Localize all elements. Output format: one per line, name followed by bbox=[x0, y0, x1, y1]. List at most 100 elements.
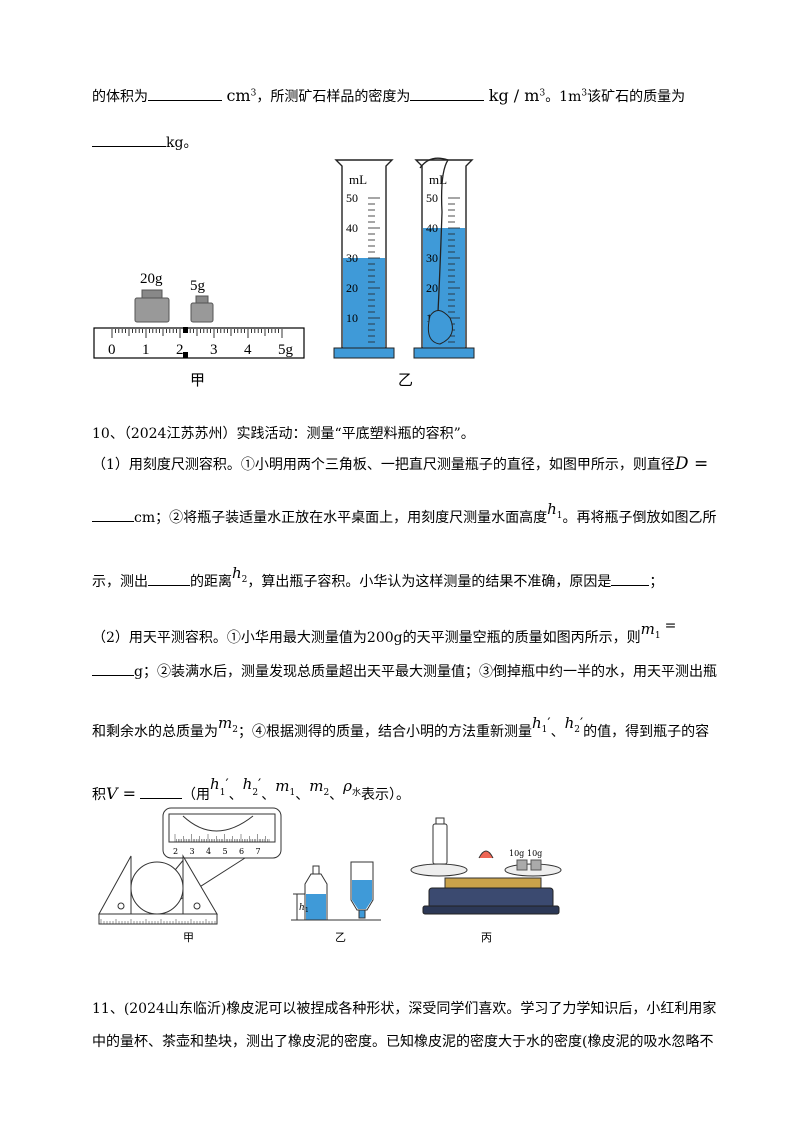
var-m2: m bbox=[309, 777, 324, 795]
subscript: 1 bbox=[541, 725, 548, 735]
ore-sample bbox=[427, 310, 453, 345]
var-m1: m bbox=[275, 777, 290, 795]
pointer-dial bbox=[478, 850, 494, 859]
subscript: 1 bbox=[556, 511, 563, 521]
unit-kgm3: kg / m bbox=[488, 86, 540, 105]
var-h1: h bbox=[547, 500, 557, 518]
var-D: D = bbox=[674, 454, 709, 474]
text: 的体积为 bbox=[92, 89, 148, 105]
q10-p1-line1: （1）用刻度尺测容积。①小明用两个三角板、一把直尺测量瓶子的直径，如图甲所示，则… bbox=[92, 454, 708, 474]
text: 表示）。 bbox=[361, 787, 411, 803]
text: kg。 bbox=[166, 135, 198, 151]
q10-p2-line4: 积V =（用h1′、h2′、m1、m2、ρ水表示）。 bbox=[92, 775, 410, 804]
cylinder-tick-label: 20 bbox=[346, 281, 358, 295]
text: （1）用刻度尺测容积。①小明用两个三角板、一把直尺测量瓶子的直径，如图甲所示，则… bbox=[92, 457, 675, 473]
ruler-label: 2 bbox=[173, 847, 178, 856]
scale-label: 0 bbox=[108, 342, 116, 358]
left-pan bbox=[410, 863, 468, 877]
weight-10g-b bbox=[530, 859, 542, 871]
weight-20g bbox=[134, 289, 170, 323]
weight-20g-label: 20g bbox=[140, 271, 163, 287]
subscript: 2 bbox=[252, 788, 259, 798]
separator: 、 bbox=[228, 787, 243, 803]
scale-label: 4 bbox=[244, 342, 252, 358]
caption-jia: 甲 bbox=[183, 931, 194, 944]
var-h1-prime: h bbox=[210, 775, 220, 793]
q10-p1-line3: 示，测出的距离h2，算出瓶子容积。小华认为这样测量的结果不准确，原因是； bbox=[92, 564, 663, 591]
h1-label-sub: 1 bbox=[305, 907, 309, 914]
q10-p1-line2: cm；②将瓶子装适量水正放在水平桌面上，用刻度尺测量水面高度h1。再将瓶子倒放如… bbox=[92, 500, 717, 527]
subscript: 1 bbox=[654, 631, 661, 641]
balance-base bbox=[428, 887, 554, 909]
q11-line-2: 中的量杯、茶壶和垫块，测出了橡皮泥的密度。已知橡皮泥的密度大于水的密度(橡皮泥的… bbox=[92, 1034, 714, 1050]
lab-balance: 10g 10g bbox=[410, 817, 562, 915]
cylinder-tick-label: 40 bbox=[426, 221, 438, 235]
ruler-label: 6 bbox=[239, 847, 244, 856]
prime: ′ bbox=[547, 716, 551, 732]
scale-ticks bbox=[111, 329, 283, 338]
answer-blank bbox=[92, 145, 166, 147]
answer-blank bbox=[92, 674, 134, 676]
prime: ′ bbox=[579, 716, 584, 732]
equals: = bbox=[664, 618, 677, 634]
bottle-inverted bbox=[350, 861, 374, 919]
weight-label: 10g bbox=[527, 849, 542, 858]
scale-label: 5g bbox=[278, 342, 294, 358]
scale-label: 2 bbox=[176, 342, 184, 358]
text: 的距离 bbox=[190, 574, 232, 590]
weight-10g-a bbox=[516, 859, 528, 871]
beam bbox=[444, 877, 542, 889]
subscript: 2 bbox=[241, 575, 248, 585]
ruler-label: 5 bbox=[223, 847, 228, 856]
empty-bottle bbox=[432, 823, 448, 865]
text: g；②装满水后，测量发现总质量超出天平最大测量值；③倒掉瓶中约一半的水，用天平测… bbox=[134, 664, 717, 680]
water-a bbox=[343, 258, 385, 348]
magnified-ruler-ticks bbox=[174, 834, 270, 842]
answer-blank bbox=[611, 584, 650, 586]
subscript: 1 bbox=[219, 788, 226, 798]
answer-blank bbox=[410, 99, 485, 101]
cylinder-tick-label: 50 bbox=[426, 191, 438, 205]
cylinder-tick-label: 40 bbox=[346, 221, 358, 235]
var-m1: m bbox=[640, 620, 655, 638]
magnified-bottle-edge bbox=[182, 815, 254, 832]
text: ；④根据测得的质量，结合小明的方法重新测量 bbox=[237, 724, 532, 740]
prime: ′ bbox=[225, 777, 229, 793]
subscript: 2 bbox=[574, 725, 580, 735]
ruler-label: 3 bbox=[190, 847, 195, 856]
separator: 、 bbox=[261, 787, 276, 803]
var-rho: ρ bbox=[343, 777, 352, 795]
exponent: 3 bbox=[250, 88, 257, 99]
h1-label: h bbox=[299, 903, 305, 913]
straight-ruler-ticks bbox=[100, 919, 216, 924]
subscript: 2 bbox=[323, 788, 330, 798]
exponent: 3 bbox=[581, 88, 588, 99]
text: （2）用天平测容积。①小华用最大测量值为200g的天平测量空瓶的质量如图丙所示，… bbox=[92, 630, 641, 646]
caption-yi: 乙 bbox=[335, 931, 346, 944]
text: 积 bbox=[92, 787, 106, 803]
var-h2-prime: h bbox=[242, 775, 253, 793]
triangle-left bbox=[98, 855, 132, 915]
caption-yi: 乙 bbox=[398, 371, 413, 389]
q10-p2-line2: g；②装满水后，测量发现总质量超出天平最大测量值；③倒掉瓶中约一半的水，用天平测… bbox=[92, 661, 717, 681]
separator: 、 bbox=[295, 787, 310, 803]
q9-line-1: 的体积为 cm3，所测矿石样品的密度为 kg / m3。1m3该矿石的质量为 bbox=[92, 86, 685, 106]
answer-blank bbox=[148, 99, 222, 101]
var-m2: m bbox=[218, 714, 233, 732]
text: 。1m bbox=[545, 89, 582, 105]
caption-jia: 甲 bbox=[190, 371, 205, 389]
unit-cm3: cm bbox=[226, 86, 251, 105]
ruler-label: 7 bbox=[256, 847, 261, 856]
string bbox=[419, 157, 450, 313]
text: ，算出瓶子容积。小华认为这样测量的结果不准确，原因是 bbox=[247, 574, 612, 590]
answer-blank bbox=[92, 520, 134, 522]
cylinder-unit: mL bbox=[349, 172, 367, 187]
rider-top bbox=[183, 327, 188, 333]
text: 该矿石的质量为 bbox=[587, 89, 686, 105]
